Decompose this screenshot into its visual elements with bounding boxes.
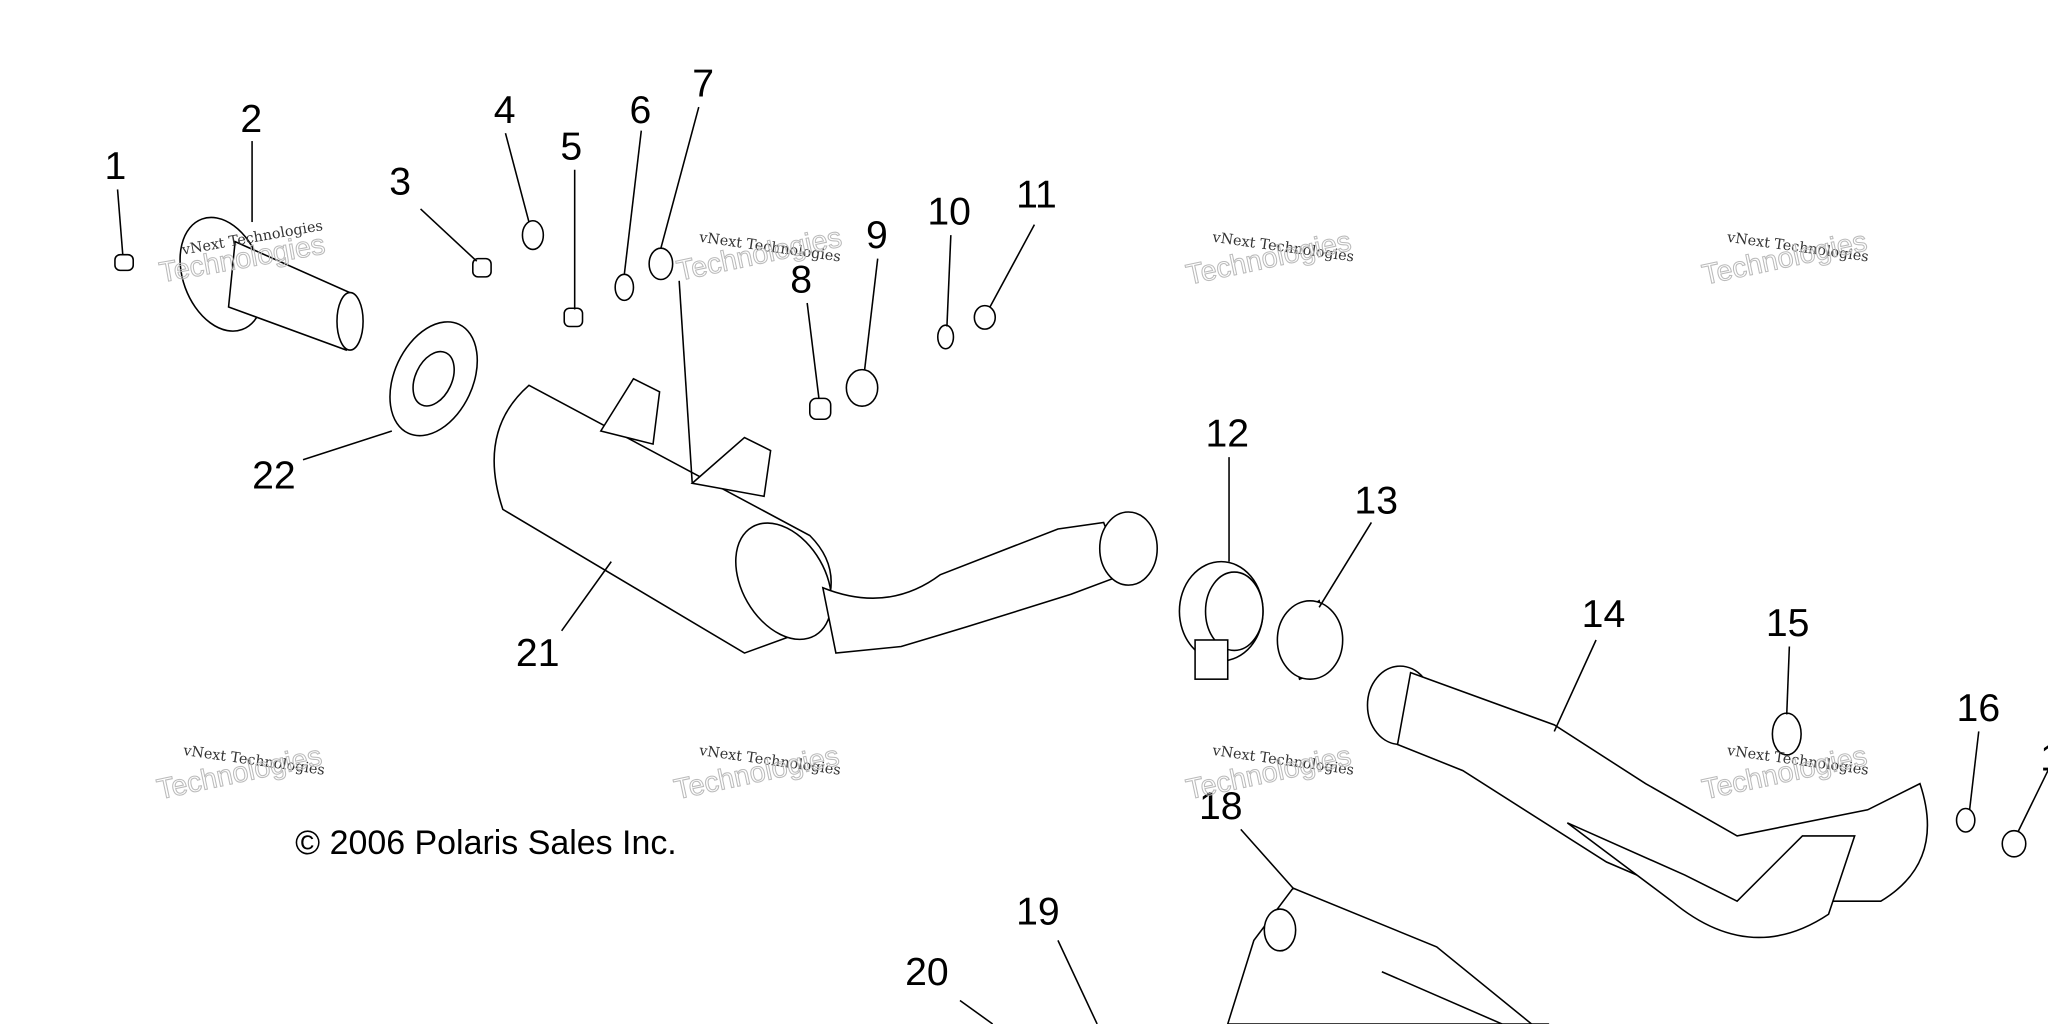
callout-1: 1 (104, 145, 126, 188)
callout-22: 22 (252, 454, 296, 497)
watermark-technologies: Technologies (1699, 225, 1870, 291)
callout-11: 11 (1016, 174, 1057, 217)
copyright-text: © 2006 Polaris Sales Inc. (295, 824, 677, 862)
callout-17: 17 (2040, 737, 2048, 780)
head-pipe-14 (1366, 665, 1929, 939)
callout-18: 18 (1199, 785, 1243, 828)
callout-12: 12 (1206, 413, 1250, 456)
sleeve-13 (1276, 599, 1344, 681)
callout-4: 4 (494, 89, 516, 132)
callout-5: 5 (560, 125, 582, 168)
callout-6: 6 (630, 89, 652, 132)
leader-lines (116, 106, 2048, 1024)
callout-10: 10 (927, 191, 971, 234)
callout-3: 3 (389, 161, 411, 204)
callout-2: 2 (240, 98, 262, 141)
callout-21: 21 (516, 632, 560, 675)
clamp-12 (1178, 560, 1264, 680)
watermark-technologies: Technologies (1183, 225, 1354, 291)
callout-20: 20 (905, 951, 949, 994)
callout-15: 15 (1766, 602, 1810, 645)
muffler-21 (493, 377, 1158, 654)
callout-14: 14 (1582, 593, 1626, 636)
heat-shield-18 (1226, 887, 1550, 1024)
callout-7: 7 (692, 63, 714, 106)
callout-19: 19 (1016, 891, 1060, 934)
callout-8: 8 (790, 259, 812, 302)
end-cap-2 (179, 216, 364, 352)
callout-13: 13 (1354, 479, 1398, 522)
callout-16: 16 (1957, 687, 2001, 730)
callout-9: 9 (866, 214, 888, 257)
small-hardware (114, 219, 2027, 858)
